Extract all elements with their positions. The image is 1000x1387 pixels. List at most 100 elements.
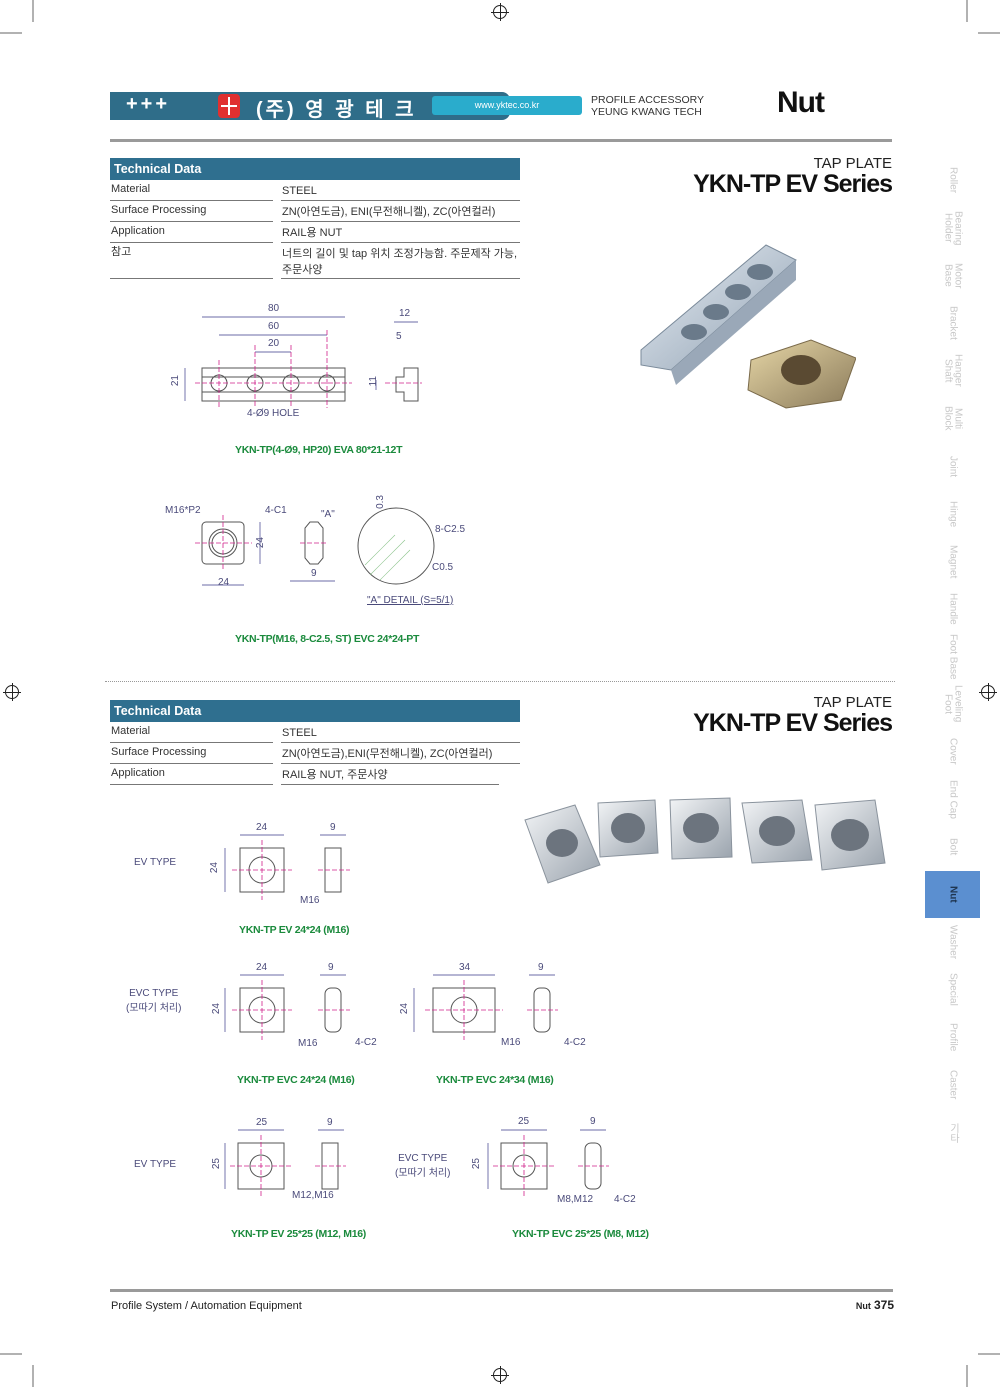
- row-key: Surface Processing: [110, 743, 273, 764]
- dim-height: 25: [211, 1158, 222, 1170]
- category-title: Nut: [777, 86, 825, 119]
- dim-thickness: 9: [590, 1116, 596, 1127]
- side-tab[interactable]: Bracket: [925, 300, 980, 347]
- side-tab[interactable]: Roller: [925, 157, 980, 204]
- side-tab-label: Bolt: [947, 838, 959, 856]
- side-tab-label: Joint: [947, 455, 959, 477]
- side-tab[interactable]: Special: [925, 966, 980, 1013]
- side-tab[interactable]: Bearing Holder: [925, 205, 980, 252]
- side-tab[interactable]: Nut: [925, 871, 980, 918]
- dim-21: 21: [170, 375, 181, 387]
- row-key: Surface Processing: [110, 201, 273, 222]
- registration-mark: [491, 3, 509, 21]
- row-value: 너트의 길이 및 tap 위치 조정가능함. 주문제작 가능, 주문사양: [281, 243, 520, 279]
- accessory-line2: YEUNG KWANG TECH: [591, 106, 702, 118]
- dim-width: 25: [256, 1117, 268, 1128]
- dim-width: 34: [459, 962, 471, 973]
- dim-thickness: 9: [330, 822, 336, 833]
- chamfer-note: 4-C2: [564, 1037, 586, 1048]
- dim-width: 25: [518, 1116, 530, 1127]
- side-tab[interactable]: Hinge: [925, 490, 980, 537]
- hole-note: 4-Ø9 HOLE: [247, 408, 300, 419]
- side-tab-label: Foot Base: [947, 633, 959, 680]
- table-header: Technical Data: [110, 158, 520, 180]
- side-tab-label: Profile: [947, 1023, 959, 1052]
- drawing-ykn-tp-evc-pt: [195, 507, 435, 586]
- website-link[interactable]: www.yktec.co.kr: [432, 96, 582, 115]
- row-value: RAIL용 NUT: [281, 222, 520, 243]
- registration-mark: [979, 683, 997, 701]
- row-value: STEEL: [281, 722, 520, 743]
- side-tab[interactable]: Multi Block: [925, 395, 980, 442]
- dim-height: 24: [211, 1003, 222, 1015]
- side-tab[interactable]: Caster: [925, 1061, 980, 1108]
- footer-rule: [110, 1289, 893, 1292]
- drawing-caption: YKN-TP EVC 25*25 (M8, M12): [512, 1228, 649, 1240]
- dim-24-vertical: 24: [255, 537, 266, 549]
- dim-thickness: 9: [538, 962, 544, 973]
- side-tab[interactable]: Motor Base: [925, 252, 980, 299]
- series-title-1: TAP PLATE YKN-TP EV Series: [693, 155, 893, 199]
- company-name: (주) 영 광 테 크: [256, 99, 417, 121]
- side-tab[interactable]: Cover: [925, 728, 980, 775]
- side-tab-label: Multi Block: [942, 406, 964, 431]
- side-tab[interactable]: Profile: [925, 1014, 980, 1061]
- dim-thickness: 9: [328, 962, 334, 973]
- row-key: Material: [110, 722, 273, 743]
- registration-mark: [491, 1366, 509, 1384]
- type-label: EVC TYPE (모따기 처리): [395, 1153, 451, 1179]
- chamfer-c0-5: C0.5: [432, 562, 454, 573]
- detail-a-marker: "A": [321, 509, 335, 520]
- side-tab[interactable]: Hanger Shaft: [925, 347, 980, 394]
- dim-12: 12: [399, 308, 411, 319]
- page-number: Nut 375: [856, 1298, 894, 1312]
- side-tab[interactable]: Joint: [925, 443, 980, 490]
- page-num: 375: [873, 1298, 894, 1312]
- side-tab-label: Washer: [947, 925, 959, 960]
- title: YKN-TP EV Series: [693, 170, 893, 198]
- dim-24-horizontal: 24: [218, 577, 230, 588]
- chamfer-note: 4-C1: [265, 505, 287, 516]
- dim-thickness: 9: [327, 1117, 333, 1128]
- drawing-caption: YKN-TP EVC 24*34 (M16): [436, 1074, 554, 1086]
- side-tab-label: End Cap: [947, 779, 959, 819]
- type-label: EV TYPE: [134, 857, 177, 868]
- chamfer-note: 4-C2: [355, 1037, 377, 1048]
- side-tab[interactable]: Bolt: [925, 823, 980, 870]
- side-tab[interactable]: 기타: [925, 1109, 980, 1156]
- dim-height: 24: [209, 862, 220, 874]
- drawing-caption: YKN-TP EV 25*25 (M12, M16): [231, 1228, 366, 1240]
- dim-5: 5: [396, 331, 402, 342]
- side-tab[interactable]: Washer: [925, 919, 980, 966]
- side-tab-label: Magnet: [947, 544, 959, 578]
- dim-width: 24: [256, 822, 268, 833]
- side-tab[interactable]: Foot Base: [925, 633, 980, 680]
- chamfer-8-c2-5: 8-C2.5: [435, 524, 466, 535]
- footer-text: Profile System / Automation Equipment: [111, 1300, 302, 1312]
- side-tab[interactable]: Leveling Foot: [925, 681, 980, 728]
- row-key: Material: [110, 180, 273, 201]
- side-tab[interactable]: Magnet: [925, 538, 980, 585]
- product-photo-nuts: [524, 797, 886, 884]
- table-row: Surface Processing ZN(아연도금),ENI(무전해니켈), Z…: [110, 743, 520, 764]
- side-tab-label: Handle: [947, 593, 959, 625]
- side-tab[interactable]: End Cap: [925, 776, 980, 823]
- accessory-line1: PROFILE ACCESSORY: [591, 94, 705, 106]
- row-key: Application: [110, 222, 273, 243]
- table-row: Application RAIL용 NUT: [110, 222, 520, 243]
- side-tab[interactable]: Handle: [925, 585, 980, 632]
- row-value: STEEL: [281, 180, 520, 201]
- side-tab-label: Roller: [947, 167, 959, 194]
- row-value: ZN(아연도금),ENI(무전해니켈), ZC(아연컬러): [281, 743, 520, 764]
- technical-data-table-1: Technical Data Material STEEL Surface Pro…: [110, 158, 520, 279]
- table-row: Material STEEL: [110, 180, 520, 201]
- chamfer-note: 4-C2: [614, 1194, 636, 1205]
- drawing-caption: YKN-TP(M16, 8-C2.5, ST) EVC 24*24-PT: [235, 633, 420, 645]
- side-tab-label: Nut: [947, 886, 959, 903]
- subtitle: TAP PLATE: [813, 694, 892, 711]
- company-logo-icon: [218, 94, 240, 118]
